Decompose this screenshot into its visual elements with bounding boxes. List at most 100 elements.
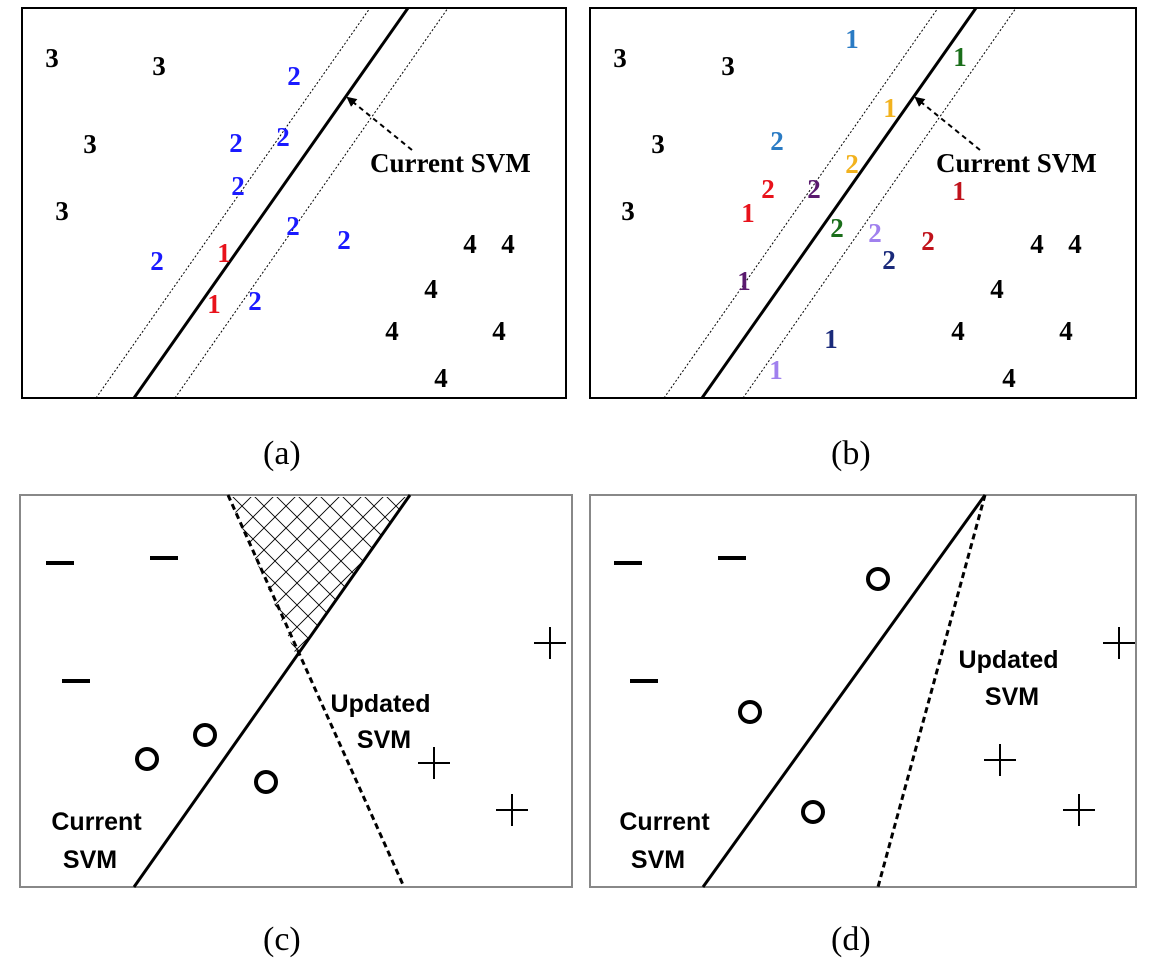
class-label-2: 2 (229, 128, 243, 158)
panel-d-current-svm-line (701, 494, 987, 888)
class-label-2: 2 (770, 126, 784, 156)
panel-d: Updated SVM Current SVM (589, 494, 1137, 888)
class-label-2: 2 (882, 245, 896, 275)
panel-c-hatched-region (228, 497, 409, 655)
class-label-2: 2 (845, 149, 859, 179)
class-label-4: 4 (1030, 229, 1044, 259)
caption-c: (c) (263, 921, 301, 958)
class-label-4: 4 (990, 274, 1004, 304)
class-label-1: 1 (824, 324, 838, 354)
panel-c-updated-svm-line (226, 494, 406, 888)
panel-b-current-svm-label: Current SVM (936, 148, 1097, 178)
class-label-1: 1 (953, 42, 967, 72)
panel-d-updated-svm-line (876, 494, 987, 888)
class-label-4: 4 (1068, 229, 1082, 259)
class-label-2: 2 (868, 218, 882, 248)
panel-d-current-label-line2: SVM (631, 846, 685, 874)
class-label-3: 3 (613, 43, 627, 73)
class-label-1: 1 (217, 238, 231, 268)
plus-sign (418, 747, 450, 779)
caption-b: (b) (831, 435, 871, 472)
class-label-2: 2 (276, 122, 290, 152)
panel-b-margin-lower (742, 7, 1017, 399)
panel-a-arrow (346, 96, 413, 151)
circle-point (254, 770, 278, 794)
panel-d-current-label-line1: Current (619, 808, 710, 836)
class-label-2: 2 (807, 174, 821, 204)
caption-d: (d) (831, 921, 871, 958)
class-label-2: 2 (761, 174, 775, 204)
panel-b-current-svm-line (700, 7, 978, 399)
class-label-3: 3 (55, 196, 69, 226)
class-label-4: 4 (434, 363, 448, 393)
class-label-2: 2 (287, 61, 301, 91)
panel-b-arrow (914, 96, 981, 151)
class-label-1: 1 (952, 176, 966, 206)
circle-point (135, 747, 159, 771)
class-label-1: 1 (737, 266, 751, 296)
class-label-3: 3 (152, 51, 166, 81)
plus-sign (984, 744, 1016, 776)
class-label-4: 4 (951, 316, 965, 346)
panel-c-current-label-line1: Current (51, 808, 142, 836)
panel-c-current-label-line2: SVM (63, 846, 117, 874)
class-label-3: 3 (651, 129, 665, 159)
class-label-1: 1 (883, 93, 897, 123)
class-label-1: 1 (207, 289, 221, 319)
panel-d-current-svm-label: Current SVM (619, 808, 716, 874)
panel-a-current-svm-line (132, 7, 410, 399)
class-label-4: 4 (1059, 316, 1073, 346)
panel-d-updated-svm-label: Updated SVM (959, 646, 1066, 711)
plus-sign (1063, 794, 1095, 826)
panel-c-updated-label-line2: SVM (357, 726, 411, 754)
class-label-2: 2 (231, 171, 245, 201)
circle-point (738, 700, 762, 724)
class-label-4: 4 (492, 316, 506, 346)
panel-c-current-svm-label: Current SVM (51, 808, 148, 874)
circle-point (801, 800, 825, 824)
class-label-2: 2 (248, 286, 262, 316)
panel-c-frame (19, 494, 573, 888)
class-label-4: 4 (424, 274, 438, 304)
panel-a-current-svm-label: Current SVM (370, 148, 531, 178)
class-label-4: 4 (501, 229, 515, 259)
panel-c: Updated SVM Current SVM (19, 494, 573, 888)
class-label-4: 4 (1002, 363, 1016, 393)
panel-d-updated-label-line1: Updated (959, 646, 1059, 674)
class-label-2: 2 (337, 225, 351, 255)
plus-sign (1103, 627, 1135, 659)
class-label-4: 4 (385, 316, 399, 346)
panel-b-margin-upper (663, 7, 939, 399)
panel-c-current-svm-line (132, 494, 412, 888)
panel-b-frame (589, 7, 1137, 399)
class-label-2: 2 (286, 211, 300, 241)
panel-d-updated-label-line2: SVM (985, 683, 1039, 711)
panel-c-updated-label-line1: Updated (331, 690, 431, 718)
plus-sign (496, 794, 528, 826)
panel-d-frame (589, 494, 1137, 888)
class-label-2: 2 (921, 226, 935, 256)
class-label-2: 2 (150, 246, 164, 276)
circle-point (866, 567, 890, 591)
class-label-4: 4 (463, 229, 477, 259)
class-label-3: 3 (45, 43, 59, 73)
caption-a: (a) (263, 435, 301, 472)
class-label-3: 3 (621, 196, 635, 226)
class-label-1: 1 (741, 198, 755, 228)
circle-point (193, 723, 217, 747)
panel-a-frame (21, 7, 567, 399)
class-label-3: 3 (721, 51, 735, 81)
class-label-1: 1 (769, 355, 783, 385)
class-label-2: 2 (830, 213, 844, 243)
panel-c-updated-svm-label: Updated SVM (331, 690, 438, 754)
panel-a-margin-lower (174, 7, 449, 399)
panel-a-margin-upper (95, 7, 371, 399)
class-label-1: 1 (845, 24, 859, 54)
plus-sign (534, 627, 566, 659)
class-label-3: 3 (83, 129, 97, 159)
